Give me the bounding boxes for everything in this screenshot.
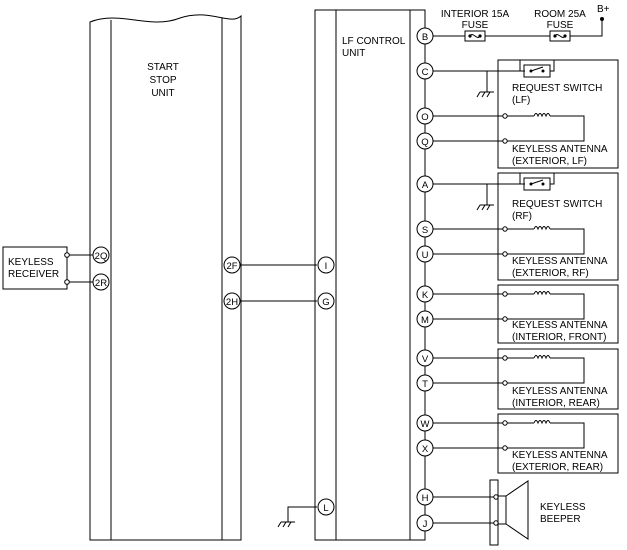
pin-m	[416, 310, 434, 328]
pin-2h-label: 2H	[226, 297, 238, 308]
request-switch-lf-label-1: REQUEST SWITCH	[512, 83, 602, 94]
pin-c-label: C	[422, 67, 429, 78]
pin-q-label: Q	[421, 137, 428, 148]
pin-c	[416, 62, 434, 80]
pin-s-label: S	[422, 225, 428, 236]
pin-k-label: K	[422, 290, 429, 301]
pin-b-label: B	[422, 32, 428, 43]
pin-v	[416, 349, 434, 367]
pin-l	[317, 498, 335, 516]
pin-2f	[223, 256, 241, 274]
start-stop-label-2: STOP	[149, 75, 176, 86]
request-switch-rf-label-1: REQUEST SWITCH	[512, 199, 602, 210]
antenna-ext-lf-label-2: (EXTERIOR, LF)	[512, 156, 587, 167]
pin-t	[416, 374, 434, 392]
request-switch-rf-antenna-ext-rf-group: REQUEST SWITCH (RF) KEYLESS ANTENNA (EXT…	[433, 172, 619, 281]
antenna-int-front-group: KEYLESS ANTENNA (INTERIOR, FRONT)	[433, 284, 619, 344]
antenna-ext-lf-label-1: KEYLESS ANTENNA	[512, 144, 608, 155]
antenna-int-rear-group: KEYLESS ANTENNA (INTERIOR, REAR)	[433, 348, 619, 410]
pin-o	[416, 107, 434, 125]
beeper-body	[497, 495, 507, 525]
pin-h-label: H	[422, 493, 429, 504]
pin-q	[416, 132, 434, 150]
keyless-beeper: KEYLESS BEEPER	[433, 479, 586, 546]
pin-w-label: W	[421, 419, 430, 430]
lf-control-left-pins: I G L	[317, 256, 335, 516]
antenna-int-front-label-2: (INTERIOR, FRONT)	[512, 332, 606, 343]
antenna-int-rear-label-1: KEYLESS ANTENNA	[512, 386, 608, 397]
fuse-room-label-1: ROOM 25A	[534, 9, 586, 20]
lf-control-right-pins: B C O Q A S U K M V T W X H J	[416, 27, 434, 532]
antenna-ext-rear-label-1: KEYLESS ANTENNA	[512, 450, 608, 461]
pin-j	[416, 514, 434, 532]
pin-j-label: J	[423, 519, 428, 530]
start-stop-label-3: UNIT	[151, 88, 174, 99]
pin-l-label: L	[323, 503, 328, 514]
pin-x-label: X	[422, 444, 429, 455]
request-switch-lf-antenna-ext-lf-group: REQUEST SWITCH (LF) KEYLESS ANTENNA (EXT…	[433, 59, 619, 169]
pin-h	[416, 488, 434, 506]
pin-i-label: I	[325, 261, 328, 272]
pin-2r	[92, 273, 110, 291]
antenna-ext-rear-coil	[533, 420, 551, 425]
antenna-ext-rf-coil	[533, 226, 551, 231]
lf-control-unit: LF CONTROL UNIT	[314, 9, 426, 541]
antenna-int-front-label-1: KEYLESS ANTENNA	[512, 320, 608, 331]
request-switch-rf-label-2: (RF)	[512, 211, 532, 222]
pin-w	[416, 414, 434, 432]
pin-m-label: M	[421, 315, 429, 326]
battery-label: B+	[597, 4, 610, 15]
pin-u-label: U	[422, 250, 429, 261]
antenna-ext-rear-group: KEYLESS ANTENNA (EXTERIOR, REAR)	[433, 413, 619, 474]
pin-2h	[223, 292, 241, 310]
request-switch-lf-symbol	[523, 64, 551, 78]
lf-control-label-1: LF CONTROL	[342, 36, 406, 47]
start-stop-pins: 2Q 2R 2F 2H	[92, 246, 241, 310]
start-stop-unit: START STOP UNIT	[89, 14, 242, 541]
pin-a	[416, 175, 434, 193]
antenna-ext-lf-coil	[533, 113, 551, 118]
beeper-horn	[505, 480, 529, 540]
fuse-interior-label-2: FUSE	[462, 20, 489, 31]
pin-u	[416, 245, 434, 263]
antenna-int-rear-label-2: (INTERIOR, REAR)	[512, 398, 600, 409]
keyless-receiver-label-1: KEYLESS	[8, 257, 54, 268]
pin-b	[416, 27, 434, 45]
keyless-beeper-label-2: BEEPER	[540, 514, 581, 525]
keyless-receiver-label-2: RECEIVER	[8, 269, 59, 280]
antenna-ext-rear-label-2: (EXTERIOR, REAR)	[512, 462, 603, 473]
power-supply: INTERIOR 15A FUSE ROOM 25A FUSE B+	[433, 4, 610, 42]
pin-2q	[92, 246, 110, 264]
start-stop-label-1: START	[147, 62, 179, 73]
antenna-int-front-coil	[533, 291, 551, 296]
pin-2r-label: 2R	[95, 278, 107, 289]
fuse-room-label-2: FUSE	[547, 20, 574, 31]
pin-t-label: T	[422, 379, 428, 390]
pin-2f-label: 2F	[226, 261, 237, 272]
fuse-interior-label-1: INTERIOR 15A	[441, 9, 510, 20]
keyless-receiver: KEYLESS RECEIVER	[2, 246, 70, 290]
pin-o-label: O	[421, 112, 428, 123]
request-switch-lf-label-2: (LF)	[512, 95, 530, 106]
antenna-ext-rf-label-1: KEYLESS ANTENNA	[512, 256, 608, 267]
pin-v-label: V	[422, 354, 429, 365]
request-switch-rf-symbol	[523, 177, 551, 191]
lf-control-label-2: UNIT	[342, 48, 365, 59]
antenna-ext-rf-label-2: (EXTERIOR, RF)	[512, 268, 589, 279]
pin-2q-label: 2Q	[95, 251, 108, 262]
antenna-int-rear-coil	[533, 355, 551, 360]
pin-g	[317, 292, 335, 310]
beeper-frame	[489, 479, 499, 546]
keyless-beeper-label-1: KEYLESS	[540, 502, 586, 513]
pin-s	[416, 220, 434, 238]
pin-g-label: G	[322, 297, 329, 308]
pin-i	[317, 256, 335, 274]
pin-a-label: A	[422, 180, 429, 191]
pin-k	[416, 285, 434, 303]
pin-x	[416, 439, 434, 457]
